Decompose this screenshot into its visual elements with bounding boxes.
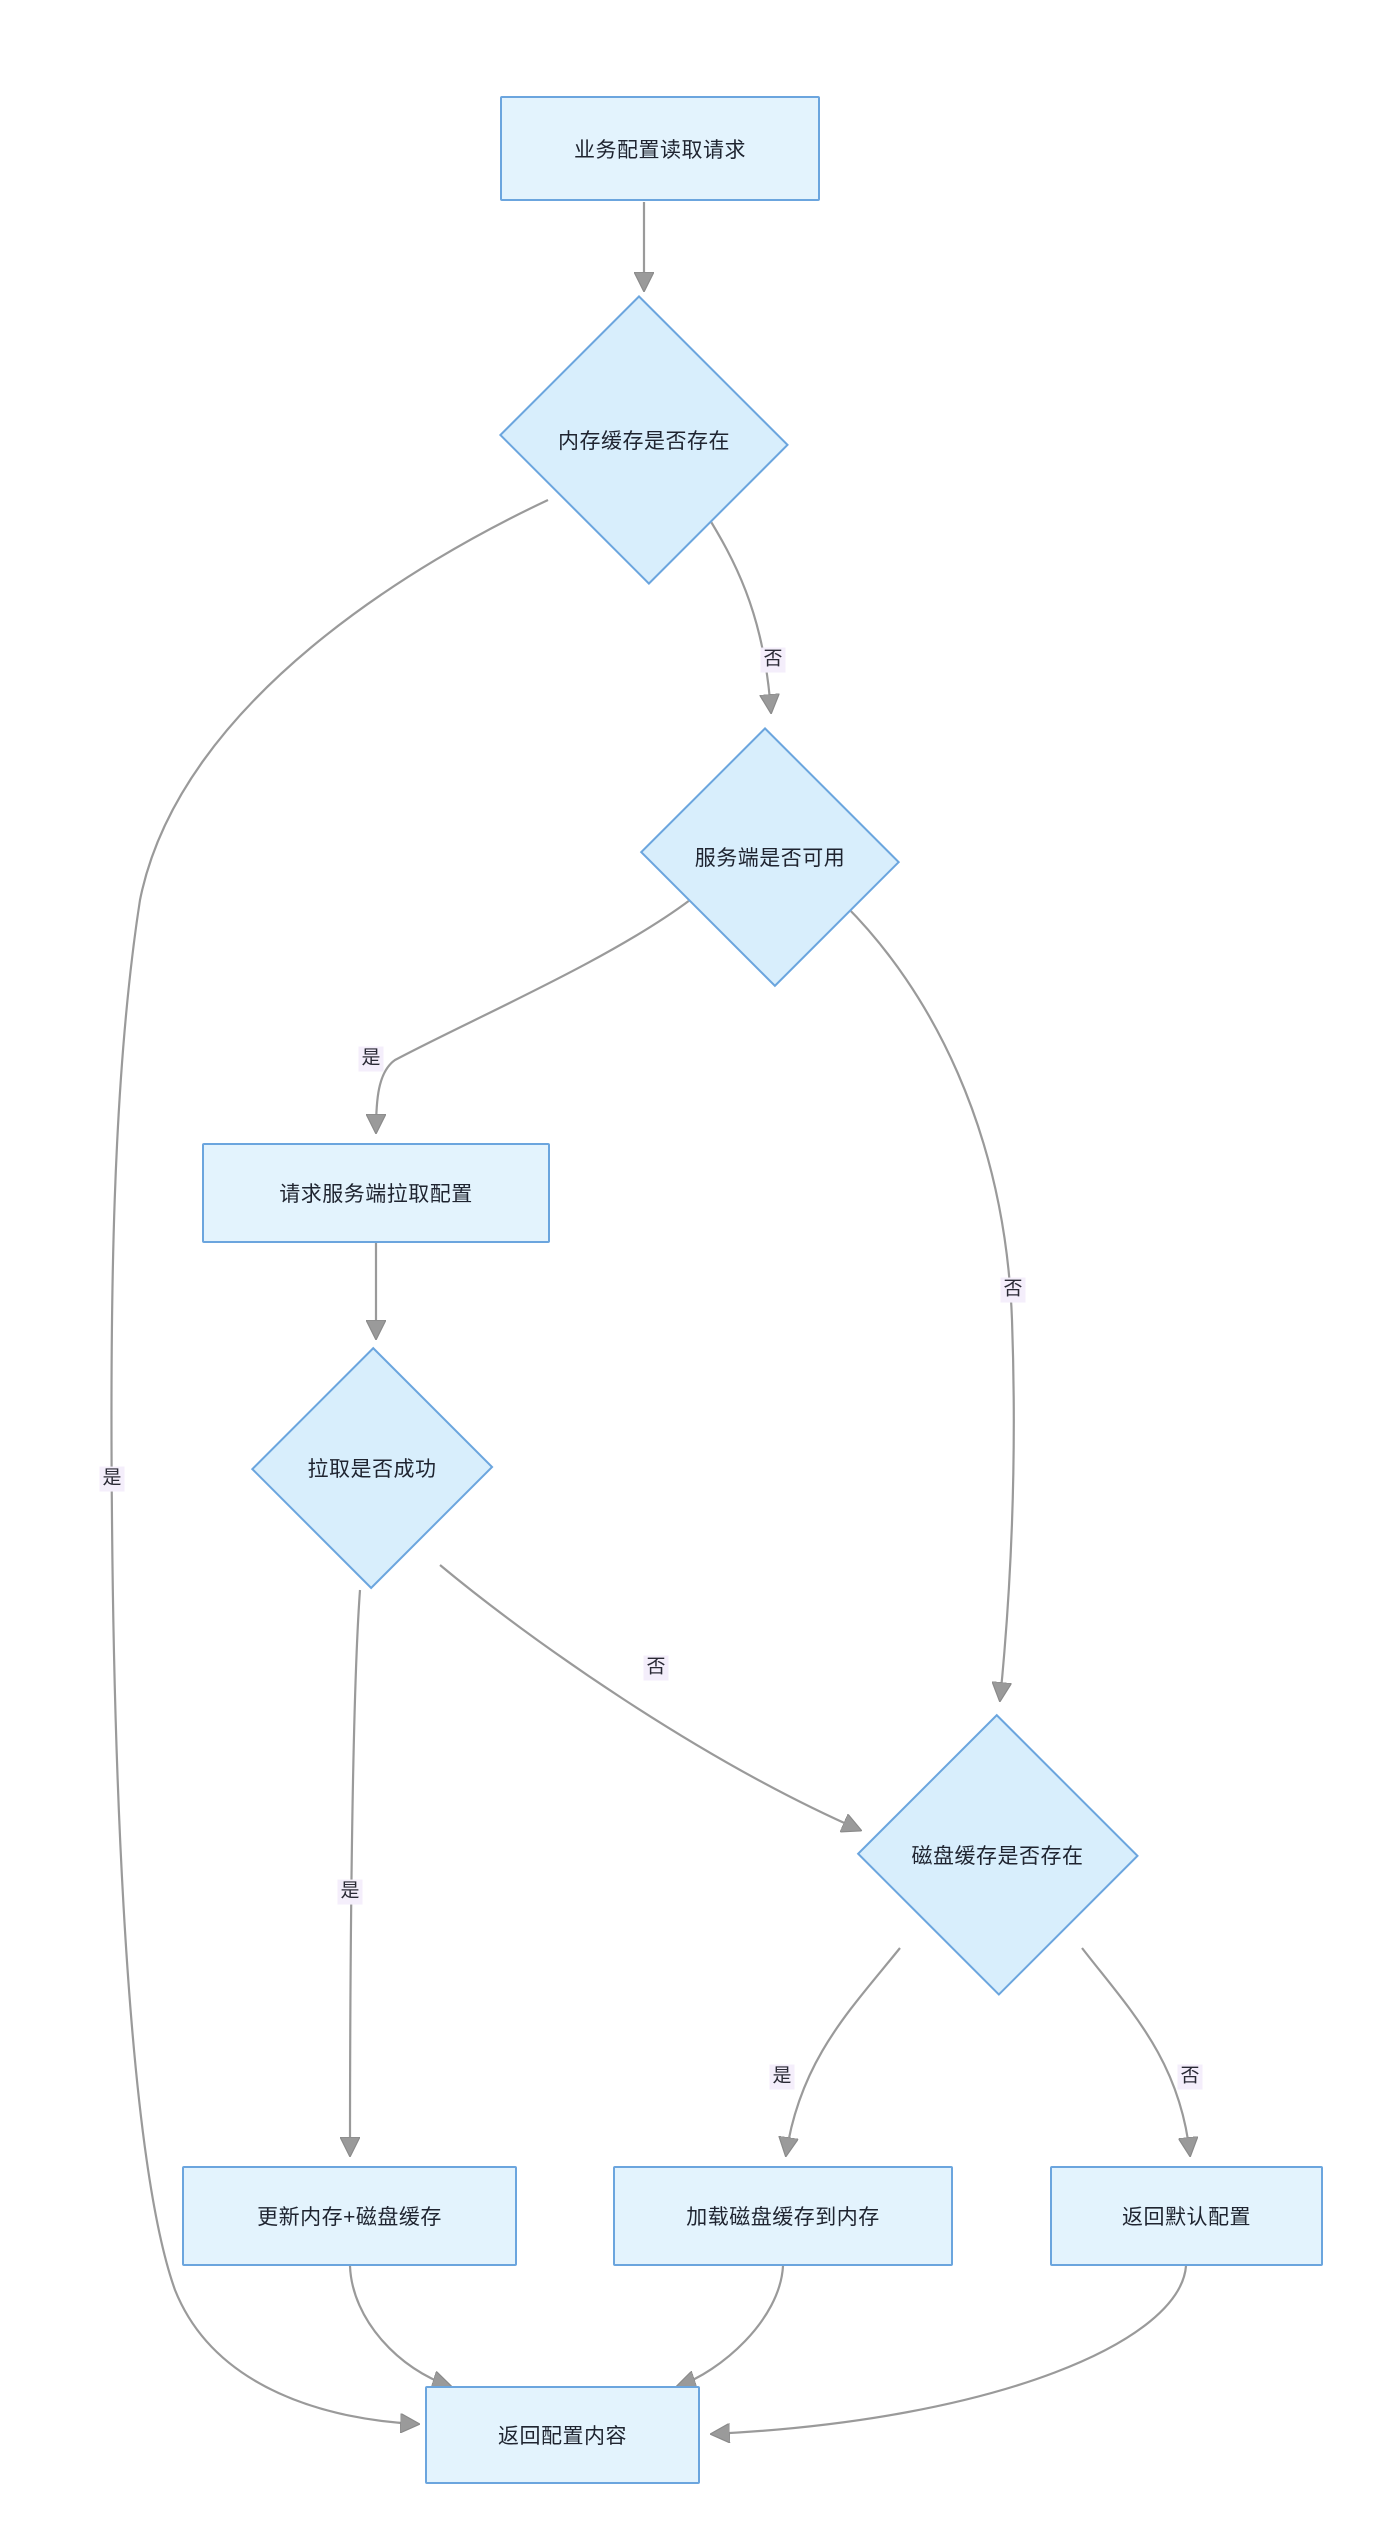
- edge-label-diskcache-no: 否: [1177, 2064, 1203, 2090]
- node-load-disk-cache[interactable]: 加载磁盘缓存到内存: [613, 2166, 953, 2266]
- edge-defaultcfg-to-result: [712, 2265, 1188, 2434]
- node-memcache-decision[interactable]: 内存缓存是否存在: [494, 295, 794, 585]
- edge-pullok-to-diskcache: [439, 1564, 860, 1830]
- edge-server-to-diskcache: [844, 904, 1015, 1700]
- node-updatemem-label: 更新内存+磁盘缓存: [257, 2206, 442, 2229]
- node-result-label: 返回配置内容: [498, 2425, 627, 2448]
- edge-updatemem-to-result: [348, 2265, 450, 2386]
- node-server-label: 服务端是否可用: [694, 847, 846, 870]
- node-memcache-label: 内存缓存是否存在: [558, 430, 730, 453]
- node-server-decision[interactable]: 服务端是否可用: [635, 727, 905, 987]
- edge-label-pullok-yes: 是: [337, 1879, 363, 1905]
- node-pull-config[interactable]: 请求服务端拉取配置: [202, 1143, 550, 1243]
- edge-pullok-to-updatemem: [350, 1589, 362, 2155]
- edge-label-memcache-yes: 是: [99, 1466, 125, 1492]
- node-default-config[interactable]: 返回默认配置: [1050, 2166, 1323, 2266]
- edge-label-server-no: 否: [1000, 1277, 1026, 1303]
- node-pullok-label: 拉取是否成功: [307, 1457, 437, 1481]
- edge-loaddisk-to-result: [678, 2265, 785, 2386]
- node-pull-label: 请求服务端拉取配置: [279, 1183, 473, 1206]
- node-pull-success-decision[interactable]: 拉取是否成功: [250, 1345, 494, 1590]
- node-loaddisk-label: 加载磁盘缓存到内存: [686, 2206, 880, 2229]
- node-update-caches[interactable]: 更新内存+磁盘缓存: [182, 2166, 517, 2266]
- node-defaultcfg-label: 返回默认配置: [1122, 2206, 1251, 2229]
- edge-label-server-yes: 是: [358, 1046, 384, 1072]
- edge-label-pullok-no: 否: [643, 1655, 669, 1681]
- node-start-label: 业务配置读取请求: [574, 138, 746, 162]
- edge-label-memcache-no: 否: [760, 647, 786, 673]
- node-diskcache-decision[interactable]: 磁盘缓存是否存在: [855, 1713, 1140, 1997]
- edge-label-diskcache-yes: 是: [769, 2064, 795, 2090]
- node-diskcache-label: 磁盘缓存是否存在: [911, 1845, 1084, 1868]
- node-start[interactable]: 业务配置读取请求: [500, 96, 820, 201]
- node-return-config[interactable]: 返回配置内容: [425, 2386, 700, 2484]
